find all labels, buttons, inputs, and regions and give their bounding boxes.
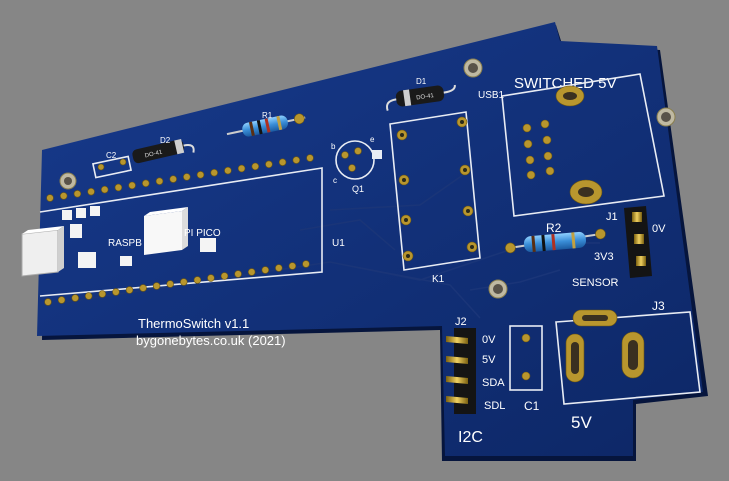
pico-pin-pad	[251, 162, 260, 171]
pico-pin-pad	[248, 268, 256, 276]
pico-pin-pad	[84, 292, 93, 300]
pico-pin-pad	[114, 183, 123, 192]
j1-header	[624, 206, 652, 278]
pico-pin-pad	[125, 286, 134, 294]
c1-outline	[509, 325, 543, 391]
pico-pin-pad	[169, 175, 177, 183]
pico-pin-pad	[142, 179, 150, 188]
board-title-line2: bygonebytes.co.uk (2021)	[136, 333, 286, 348]
c1-pad-2	[521, 371, 531, 381]
pico-pin-pad	[224, 166, 232, 175]
pico-pin-pad	[193, 276, 202, 284]
j3-label: J3	[652, 299, 665, 313]
pico-pin-pad	[44, 298, 52, 306]
j1-pin-3v3: 3V3	[594, 251, 614, 263]
j2-header	[446, 328, 476, 414]
power-5v-label: 5V	[571, 413, 592, 432]
pico-pin-pad	[73, 190, 82, 198]
j3-pads	[565, 309, 645, 383]
pico-pin-pad	[183, 173, 191, 181]
pico-pin-pad	[306, 154, 314, 162]
pico-label-right: PI PICO	[184, 228, 221, 239]
pico-pin-pad	[234, 270, 242, 278]
q1-pin-e: e	[370, 135, 375, 144]
pico-pin-pad	[59, 192, 68, 200]
c1-pad-1	[521, 333, 531, 343]
usb1-label: USB1	[478, 90, 505, 101]
j1-pin-0v: 0V	[652, 223, 666, 235]
pico-components	[62, 206, 216, 268]
sensor-label: SENSOR	[572, 277, 619, 289]
pico-pin-pad	[46, 194, 54, 202]
c2-pad-1	[97, 163, 105, 171]
pico-pin-pad	[278, 158, 287, 166]
r2-resistor	[505, 228, 606, 254]
k1-relay-outline	[389, 111, 481, 271]
c1-label: C1	[524, 399, 540, 413]
pico-pin-pad	[152, 282, 161, 290]
j2-pin-5v: 5V	[482, 354, 496, 366]
k1-label: K1	[432, 274, 445, 285]
pico-pin-pad	[98, 290, 107, 298]
pico-pin-pad	[180, 278, 188, 286]
pico-pin-pad	[139, 284, 147, 292]
pico-bottom-pin-row	[44, 260, 310, 306]
d2-label: D2	[160, 136, 171, 145]
mounting-holes	[59, 58, 676, 299]
pico-pin-pad	[196, 171, 205, 179]
d1-label: D1	[416, 77, 427, 86]
pico-label-left: RASPB	[108, 238, 142, 249]
u1-label: U1	[332, 238, 345, 249]
pcb-board	[37, 22, 703, 456]
pico-pin-pad	[261, 266, 269, 274]
q1-label: Q1	[352, 184, 364, 194]
pico-pin-pad	[237, 164, 246, 173]
k1-relay-pads	[396, 116, 478, 262]
pico-pin-pad	[112, 288, 120, 296]
pico-usb-connector	[21, 226, 64, 277]
j1-label: J1	[606, 211, 618, 223]
usb1-pads	[522, 85, 603, 205]
pico-pin-pad	[302, 260, 310, 268]
pico-pin-pad	[275, 264, 283, 272]
q1-pin-b: b	[331, 142, 336, 151]
r1-label: R1	[262, 111, 273, 120]
r1-resistor	[226, 113, 306, 137]
pico-pin-pad	[207, 274, 215, 282]
d2-diode: DO-41	[132, 138, 195, 164]
q1-transistor	[335, 140, 382, 180]
i2c-label: I2C	[458, 429, 483, 446]
pico-pin-pad	[57, 296, 66, 304]
pico-pin-pad	[128, 181, 136, 190]
j2-label: J2	[455, 316, 467, 328]
c2-outline	[91, 155, 133, 179]
pico-pin-pad	[155, 177, 164, 185]
switched-5v-label: SWITCHED 5V	[514, 75, 617, 92]
pico-pin-pad	[292, 156, 300, 164]
pico-pin-pad	[166, 280, 174, 288]
c2-pad-2	[119, 158, 127, 166]
d1-diode: DO-41	[385, 84, 456, 111]
j2-pin-sdl: SDL	[484, 400, 505, 412]
svg-text:DO-41: DO-41	[416, 93, 435, 101]
pico-pin-pad	[210, 169, 218, 177]
pico-pin-pad	[220, 272, 229, 280]
pico-top-pin-row	[46, 154, 314, 202]
pico-pin-pad	[71, 294, 79, 302]
j3-outline	[555, 311, 701, 405]
svg-text:DO-41: DO-41	[144, 149, 163, 159]
r2-label: R2	[546, 221, 562, 235]
board-title-line1: ThermoSwitch v1.1	[138, 316, 249, 331]
j2-pin-0v: 0V	[482, 334, 496, 346]
usb1-outline	[501, 73, 665, 217]
q1-pin-c: c	[333, 176, 337, 185]
pico-pin-pad	[87, 188, 95, 196]
j2-pin-sda: SDA	[482, 377, 505, 389]
pico-pin-pad	[265, 160, 273, 169]
pico-pin-pad	[288, 262, 297, 270]
c2-label: C2	[106, 151, 117, 160]
pico-pin-pad	[100, 185, 109, 194]
